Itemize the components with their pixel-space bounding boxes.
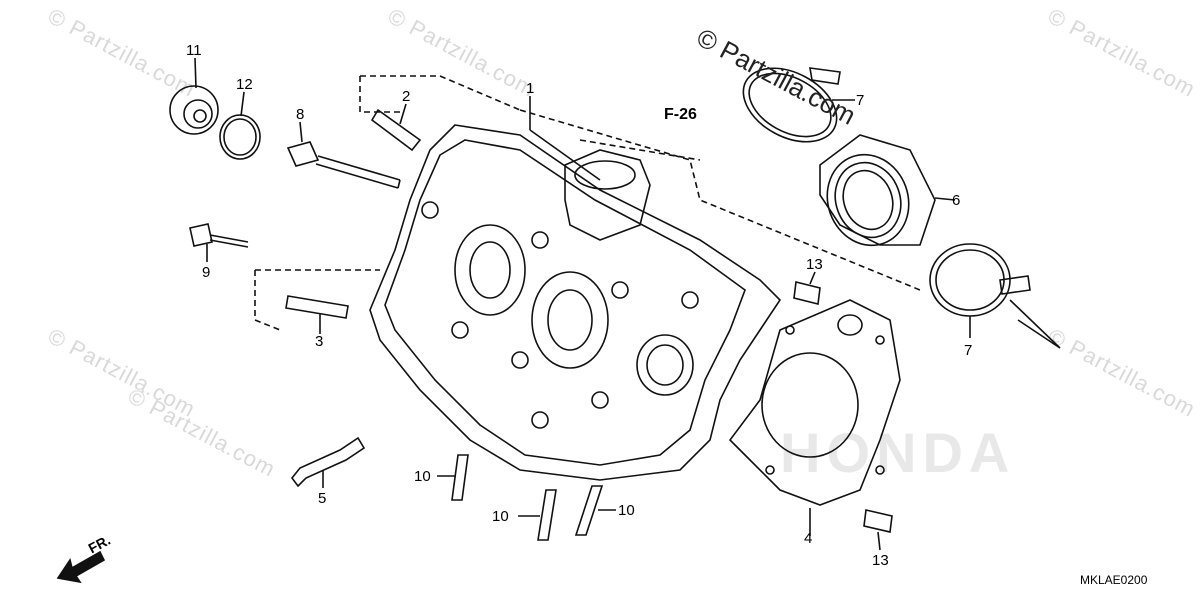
cam-bore-1	[454, 224, 526, 316]
group-box-2	[254, 270, 281, 331]
part-10-stud-c	[574, 485, 604, 536]
part-5-spark-plug	[290, 436, 366, 488]
callout-11: 11	[186, 42, 202, 59]
callout-7-b: 7	[964, 342, 973, 359]
callout-10-b: 10	[492, 508, 509, 525]
callout-12: 12	[236, 76, 253, 93]
part-2-pin	[370, 108, 422, 152]
callout-3: 3	[315, 333, 324, 350]
brand-watermark: HONDA	[780, 421, 1016, 484]
group-box-1b	[360, 75, 521, 111]
cylinder-head-inner	[384, 139, 746, 466]
part-3-pin	[285, 295, 349, 319]
callout-13-b: 13	[872, 552, 889, 569]
callout-6: 6	[952, 192, 961, 209]
callout-4: 4	[804, 530, 813, 547]
callout-5: 5	[318, 490, 327, 507]
part-10-stud-a	[451, 454, 469, 501]
cam-bore-1-inner	[469, 241, 511, 299]
part-10-stud-b	[537, 489, 557, 541]
cam-bore-2	[531, 271, 609, 369]
part-8-bolt	[286, 141, 320, 167]
part-12-o-ring	[219, 114, 261, 160]
part-6-boot	[819, 134, 936, 246]
callout-13-a: 13	[806, 256, 823, 273]
part-9-bolt	[189, 223, 213, 247]
callout-7-a: 7	[856, 92, 865, 109]
cylinder-head	[369, 124, 782, 481]
callout-2: 2	[402, 88, 411, 105]
reference-label: F-26	[664, 106, 697, 123]
part-7-clamp-bottom	[929, 243, 1011, 317]
cam-bore-2-inner	[547, 289, 593, 351]
callout-1: 1	[526, 80, 535, 97]
port-3	[636, 334, 694, 396]
callout-9: 9	[202, 264, 211, 281]
part-11-seal	[169, 85, 219, 135]
part-13-dowel-a	[793, 281, 821, 305]
callout-10-a: 10	[414, 468, 431, 485]
port-3-inner	[646, 344, 684, 386]
part-13-dowel-b	[863, 509, 893, 533]
leader-dashed	[579, 139, 701, 161]
part-4-gasket	[728, 299, 901, 506]
group-box-1	[359, 76, 400, 113]
leader-dashed-2	[519, 109, 921, 291]
cam-cap	[564, 149, 651, 241]
callout-10-c: 10	[618, 502, 635, 519]
callout-8: 8	[296, 106, 305, 123]
part-7-clamp-top	[742, 67, 838, 143]
front-arrow-icon	[56, 550, 106, 584]
diagram-code: MKLAE0200	[1080, 573, 1148, 587]
